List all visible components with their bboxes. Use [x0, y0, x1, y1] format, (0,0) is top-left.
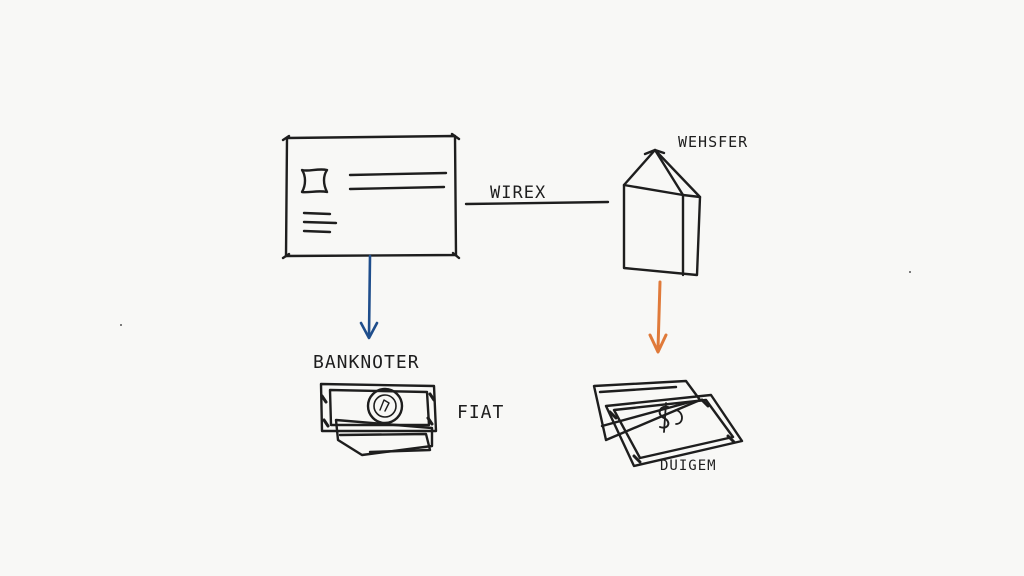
blue-arrow	[359, 254, 379, 340]
speck	[120, 324, 122, 326]
connector-line	[464, 200, 610, 206]
wehsfer-label: WEHSFER	[678, 133, 748, 151]
card-icon	[281, 132, 461, 260]
cash-icon	[592, 379, 744, 468]
duigem-label: DUIGEM	[660, 458, 717, 474]
speck	[909, 271, 911, 273]
wirex-label: WIREX	[490, 183, 546, 203]
banknotes-icon	[319, 382, 438, 457]
banknoter-label: BANKNOTER	[313, 352, 420, 373]
building-icon	[622, 148, 702, 277]
fiat-label: FIAT	[457, 402, 504, 423]
orange-arrow	[648, 280, 668, 354]
